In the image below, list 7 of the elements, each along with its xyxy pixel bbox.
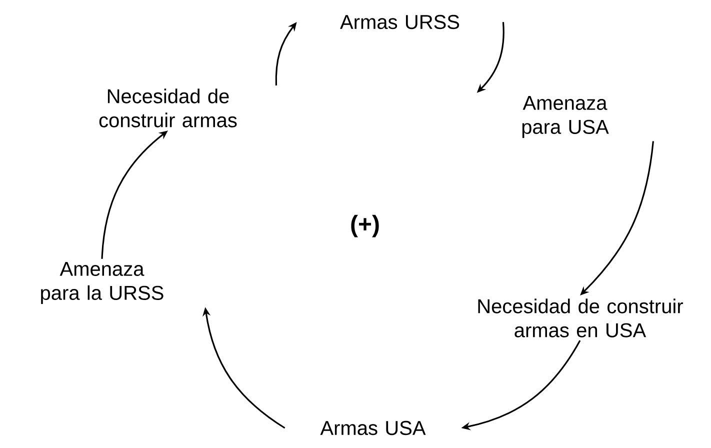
node-label: Armas USA	[320, 420, 426, 436]
node-label: Necesidad de construir armas en USA	[478, 298, 683, 338]
node-label: Necesidad de construir armas	[99, 88, 237, 128]
node-label: Armas URSS	[340, 14, 460, 30]
node-label: Amenaza para la URSS	[41, 262, 164, 304]
loop-sign: (+)	[351, 214, 379, 238]
node-label: Amenaza para USA	[522, 96, 609, 138]
